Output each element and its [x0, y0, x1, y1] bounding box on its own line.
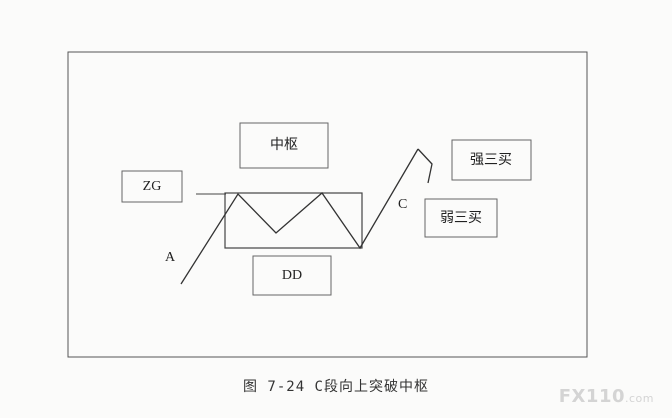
zg-label-box [121, 170, 183, 203]
outer-frame [67, 51, 588, 358]
pullback-line [417, 148, 433, 184]
weak-third-buy-box [424, 198, 498, 238]
segment-c-label: C [398, 197, 407, 212]
watermark-suffix: .com [625, 392, 654, 405]
dd-label-box [252, 255, 332, 296]
zhongshu-label: 中枢 [270, 137, 298, 153]
strong-third-buy-box [451, 139, 532, 181]
watermark-main: FX110 [558, 386, 625, 407]
segment-a-label: A [165, 250, 176, 265]
watermark-logo: FX110.com [559, 386, 654, 407]
dd-label: DD [282, 268, 302, 283]
figure-caption: 图 7-24 C段向上突破中枢 [242, 379, 429, 395]
strong-third-buy-label: 强三买 [470, 152, 512, 168]
weak-third-buy-label: 弱三买 [440, 210, 482, 226]
zg-label: ZG [143, 179, 162, 194]
pivot-rectangle [224, 192, 363, 249]
zhongshu-label-box [239, 122, 329, 169]
price-path [180, 148, 419, 285]
